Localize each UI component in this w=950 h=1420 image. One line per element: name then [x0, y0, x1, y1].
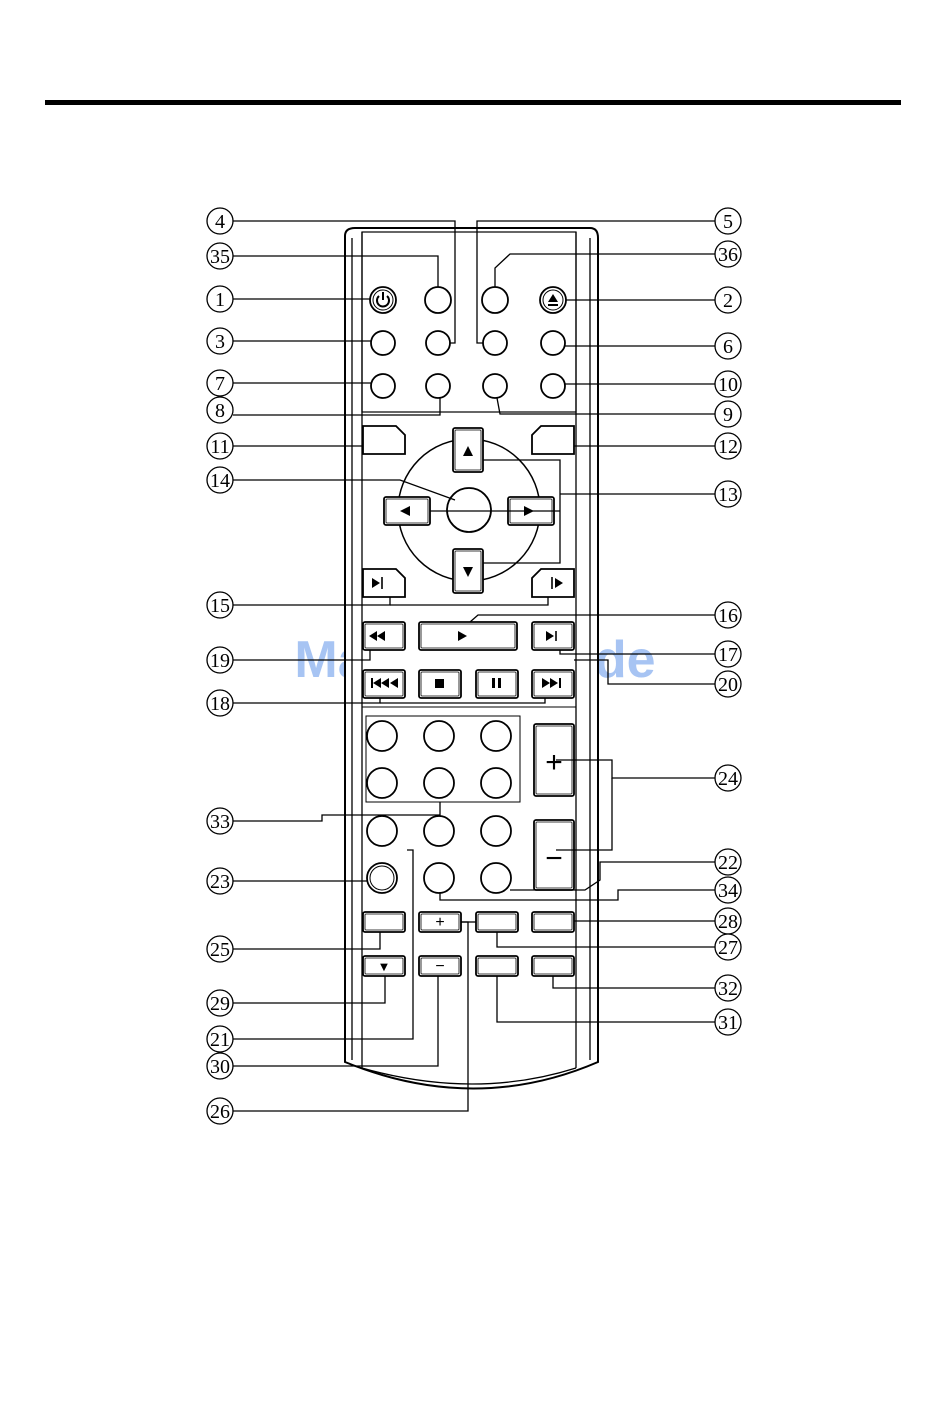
- callout-number: 3: [215, 331, 225, 353]
- callout-number: 15: [210, 595, 230, 617]
- callout-number: 2: [723, 290, 733, 312]
- callout-number: 32: [718, 978, 738, 1000]
- callout-number: 24: [718, 768, 738, 790]
- round-button-6[interactable]: [541, 331, 565, 355]
- callout-number: 11: [210, 436, 229, 458]
- step-forward-button[interactable]: [532, 569, 574, 597]
- volume-plus-symbol: +: [545, 746, 563, 779]
- small-plus-symbol: +: [435, 914, 444, 931]
- small-minus-symbol: −: [435, 958, 444, 975]
- callout-number: 14: [210, 470, 230, 492]
- step-back-button[interactable]: [363, 569, 405, 597]
- callout-number: 20: [718, 674, 738, 696]
- callout-number: 35: [210, 246, 230, 268]
- round-button-5[interactable]: [483, 331, 507, 355]
- small-button-28[interactable]: [532, 912, 574, 932]
- callout-number: 21: [210, 1029, 230, 1051]
- digit-button[interactable]: [367, 768, 397, 798]
- digit-button[interactable]: [367, 816, 397, 846]
- round-button-4[interactable]: [426, 331, 450, 355]
- round-button-23[interactable]: [367, 863, 397, 893]
- pause-icon: [498, 678, 501, 688]
- callout-number: 27: [718, 937, 738, 959]
- round-button-9[interactable]: [483, 374, 507, 398]
- digit-button[interactable]: [424, 721, 454, 751]
- callout-number: 19: [210, 650, 230, 672]
- callout-number: 13: [718, 484, 738, 506]
- previous-icon: [371, 678, 373, 688]
- pause-button[interactable]: [476, 670, 518, 698]
- callout-number: 8: [215, 400, 225, 422]
- callout-number: 18: [210, 693, 230, 715]
- pause-icon: [492, 678, 495, 688]
- callout-number: 26: [210, 1101, 230, 1123]
- volume-minus-symbol: −: [545, 842, 563, 875]
- menu-button-11[interactable]: [363, 426, 405, 454]
- callout-number: 34: [718, 880, 738, 902]
- callout-number: 7: [215, 373, 225, 395]
- round-button-8[interactable]: [426, 374, 450, 398]
- small-down-symbol: ▼: [380, 962, 388, 973]
- round-button-34[interactable]: [481, 863, 511, 893]
- eject-icon: [548, 304, 558, 306]
- callout-number: 25: [210, 939, 230, 961]
- callout-number: 29: [210, 993, 230, 1015]
- callout-number: 36: [718, 244, 738, 266]
- callout-number: 9: [723, 404, 733, 426]
- menu-button-12[interactable]: [532, 426, 574, 454]
- callout-number: 1: [215, 289, 225, 311]
- callout-number: 10: [718, 374, 738, 396]
- digit-button[interactable]: [481, 768, 511, 798]
- callout-number: 30: [210, 1056, 230, 1078]
- callout-number: 4: [215, 211, 225, 233]
- callout-number: 12: [718, 436, 738, 458]
- play-button[interactable]: [419, 622, 517, 650]
- next-icon: [559, 678, 561, 688]
- small-button-31[interactable]: [476, 956, 518, 976]
- round-button-35[interactable]: [425, 287, 451, 313]
- round-button-3[interactable]: [371, 331, 395, 355]
- callout-number: 5: [723, 211, 733, 233]
- callout-number: 17: [718, 644, 738, 666]
- round-button-21[interactable]: [424, 863, 454, 893]
- digit-button[interactable]: [481, 816, 511, 846]
- small-button-27[interactable]: [476, 912, 518, 932]
- enter-button[interactable]: [447, 488, 491, 532]
- callout-number: 22: [718, 852, 738, 874]
- digit-button[interactable]: [424, 816, 454, 846]
- callout-number: 23: [210, 871, 230, 893]
- digit-button[interactable]: [367, 721, 397, 751]
- callout-number: 28: [718, 911, 738, 933]
- callout-number: 31: [718, 1012, 738, 1034]
- callout-number: 16: [718, 605, 738, 627]
- callout-number: 6: [723, 336, 733, 358]
- stop-icon: [435, 679, 444, 688]
- small-button-25[interactable]: [363, 912, 405, 932]
- callout-number: 33: [210, 811, 230, 833]
- digit-button[interactable]: [481, 721, 511, 751]
- round-button-36[interactable]: [482, 287, 508, 313]
- round-button-10[interactable]: [541, 374, 565, 398]
- round-button-7[interactable]: [371, 374, 395, 398]
- small-button-32[interactable]: [532, 956, 574, 976]
- digit-button[interactable]: [424, 768, 454, 798]
